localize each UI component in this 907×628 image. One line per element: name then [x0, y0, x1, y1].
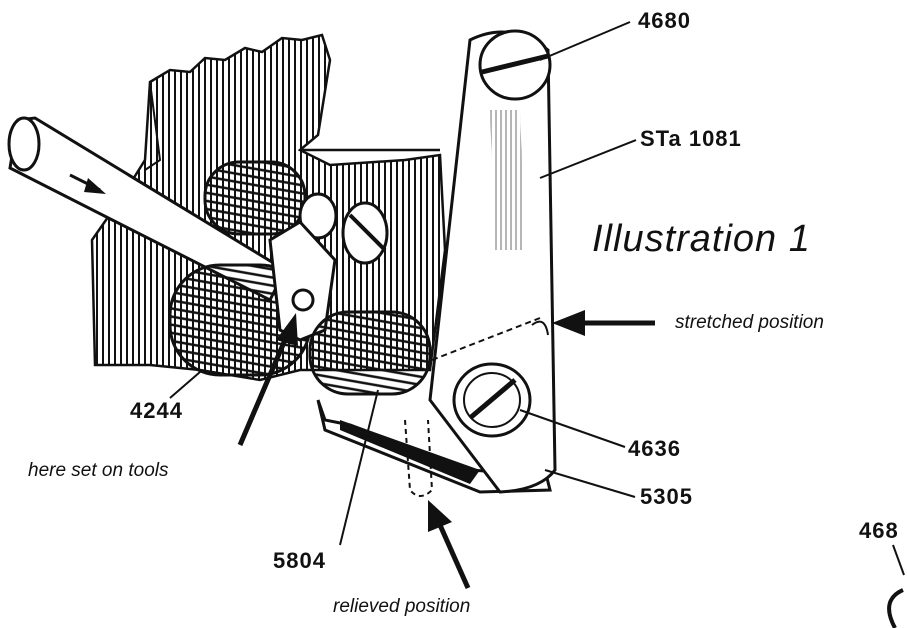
top-screw [478, 29, 552, 101]
arrow-tools [237, 313, 298, 446]
note-stretched-position: stretched position [675, 312, 824, 333]
label-4680: 4680 [638, 8, 691, 33]
arrow-stretched [552, 310, 655, 336]
bottom-screw [452, 362, 532, 438]
upper-roller [203, 160, 389, 265]
note-relieved-position: relieved position [333, 596, 471, 617]
label-sta-1081: STa 1081 [640, 126, 742, 151]
label-4636: 4636 [628, 436, 681, 461]
label-5305: 5305 [640, 484, 693, 509]
partial-figure [887, 588, 904, 628]
leader-lines [169, 21, 905, 576]
note-here-set-on-tools: here set on tools [28, 460, 169, 481]
page-title: Illustration 1 [592, 218, 811, 260]
label-5804: 5804 [273, 548, 326, 573]
coil-spring [308, 310, 432, 396]
label-468-partial: 468 [859, 518, 899, 543]
arrow-relieved [428, 500, 471, 590]
label-4244: 4244 [130, 398, 183, 423]
